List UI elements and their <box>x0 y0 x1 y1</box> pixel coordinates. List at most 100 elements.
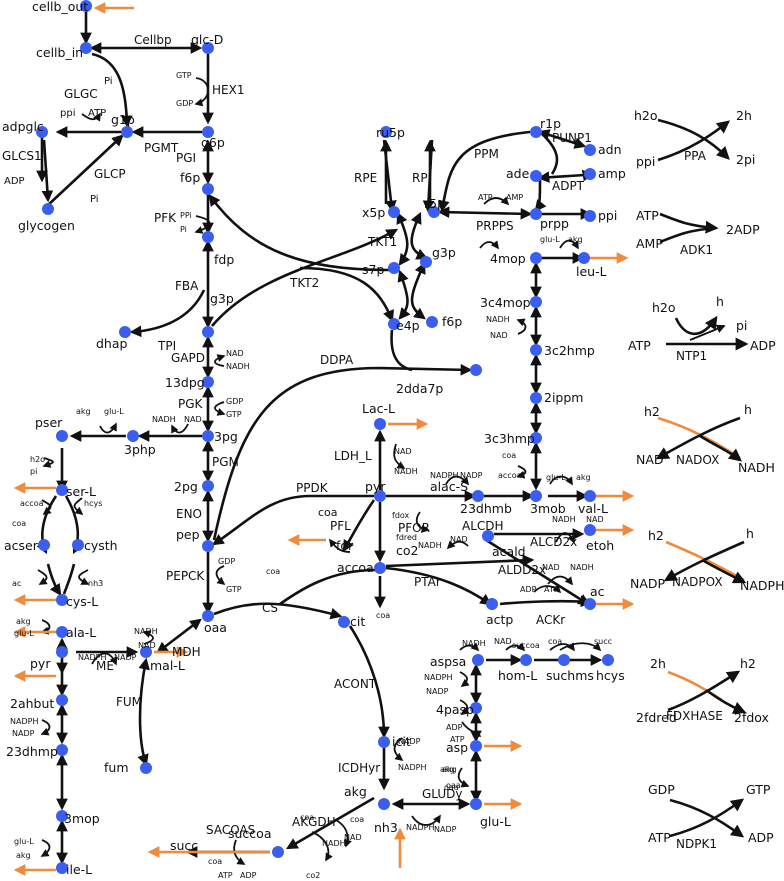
side-ndpk-gtp: GTP <box>746 782 771 797</box>
node-r5p <box>428 206 440 218</box>
rxn-PTAr: PTAr <box>414 575 441 589</box>
node-aspsa <box>472 654 484 666</box>
rxn-ACKr: ACKr <box>536 613 565 627</box>
node-actp <box>486 598 498 610</box>
rxn-FUM: FUM <box>116 695 142 709</box>
node-4mop <box>530 252 542 264</box>
label-f6p: f6p <box>180 170 200 185</box>
rxn-RPI: RPI <box>412 171 431 185</box>
rxn-TPI: TPI <box>157 339 176 353</box>
node-hcys <box>602 654 614 666</box>
rxn-NDPK1: NDPK1 <box>676 837 717 851</box>
node-ahbut <box>56 694 68 706</box>
label-alaL: ala-L <box>66 625 96 640</box>
cof-akg6: akg <box>568 235 583 244</box>
label-cellb_out: cellb_out <box>32 0 88 14</box>
cof-pi3: pi <box>30 467 37 476</box>
side-ntp-pi: pi <box>736 318 747 333</box>
cof-accoa2: accoa <box>498 471 522 480</box>
label-for: for <box>336 538 354 553</box>
node-s7p <box>388 262 400 274</box>
label-asp: asp <box>446 740 468 755</box>
label-3pg: 3pg <box>214 429 238 444</box>
label-lacL: Lac-L <box>362 401 395 416</box>
cof-amp2: AMP <box>506 193 523 202</box>
label-actp: actp <box>486 612 513 627</box>
side-nadpox-nadp: NADP <box>630 576 666 591</box>
rxn-TKT2: TKT2 <box>289 276 319 290</box>
rxn-RPE: RPE <box>354 171 377 185</box>
side-fdx-2fdred: 2fdred <box>636 710 677 725</box>
label-ahbut: 2ahbut <box>10 696 54 711</box>
cof-nadh2: NADH <box>152 415 176 424</box>
node-oaa <box>202 610 214 622</box>
node-serL <box>56 484 68 496</box>
node-prpp <box>530 208 542 220</box>
cof-glu3: glu-L <box>14 837 34 846</box>
side-reaction-labels: h2o ppi 2h 2pi ATP AMP 2ADP h2o h pi ATP… <box>628 108 784 845</box>
label-13dpg: 13dpg <box>165 375 205 390</box>
cof-succoa: succoa <box>512 641 540 650</box>
label-2pg: 2pg <box>174 479 198 494</box>
label-prpp: prpp <box>540 216 569 231</box>
cof-nadh3: NADH <box>134 627 158 636</box>
cof-akg5: akg <box>576 473 591 482</box>
side-nadox-nadh: NADH <box>738 460 775 475</box>
label-ppi: ppi <box>598 208 617 223</box>
cof-nadp: NADP <box>114 653 137 662</box>
node-f6p <box>202 183 214 195</box>
node-ac <box>584 598 596 610</box>
node-2pg <box>202 480 214 492</box>
node-g3p <box>202 326 214 338</box>
label-cit: cit <box>350 614 365 629</box>
label-hcys: hcys <box>596 668 625 683</box>
label-dhap: dhap <box>96 336 128 351</box>
label-icit: icit <box>392 734 411 749</box>
side-ndpk-atp: ATP <box>648 830 671 845</box>
node-ru5p <box>380 126 392 138</box>
node-3php <box>127 430 139 442</box>
side-ppa-h2o: h2o <box>634 108 658 123</box>
label-fum: fum <box>104 760 129 775</box>
cof-co2: co2 <box>306 871 320 880</box>
label-23dhmp: 23dhmp <box>6 744 58 759</box>
node-succoa <box>272 846 284 858</box>
label-g1p: g1p <box>111 112 135 127</box>
node-pep <box>202 540 214 552</box>
cof-nadh: NADH <box>226 362 250 371</box>
cof-nad5: NAD <box>394 447 412 456</box>
label-r1p: r1p <box>540 116 561 131</box>
rxn-ALCD2x: ALCD2x <box>530 535 577 549</box>
label-fdp: fdp <box>214 252 234 267</box>
cof-coa5: coa <box>208 857 222 866</box>
node-asp <box>470 740 482 752</box>
label-cellb_in: cellb_in <box>36 45 83 60</box>
cof-glu4: glu-L <box>546 473 566 482</box>
cof-nadph4: NADPH <box>406 823 434 832</box>
rxn-DDPA: DDPA <box>320 353 354 367</box>
rxn-PEPCK: PEPCK <box>166 569 205 583</box>
node-akg <box>378 798 390 810</box>
cof-nadp2: NADP <box>12 729 35 738</box>
cof-nad2: NAD <box>184 415 202 424</box>
node-alaL <box>56 626 68 638</box>
rxn-PGK: PGK <box>178 397 204 411</box>
rxn-ALDD2x: ALDD2x <box>498 563 546 577</box>
cofactor-labels: GTP GDP ppi ATP Pi ADP Pi PPi Pi NAD NAD… <box>4 71 612 880</box>
rxn-PFOR: PFOR <box>398 521 430 535</box>
label-leuL: leu-L <box>576 264 607 279</box>
label-pep: pep <box>176 527 200 542</box>
cof-adp3: ADP <box>520 585 537 594</box>
node-adn <box>584 144 596 156</box>
node-3c2hmp <box>530 344 542 356</box>
node-fdp <box>202 231 214 243</box>
cof-nadp6: NADP <box>426 687 449 696</box>
cof-akg2: akg <box>16 617 31 626</box>
exchange-arrows <box>13 2 635 876</box>
cof-nad4: NAD <box>344 833 362 842</box>
cof-atp5: ATP <box>450 735 465 744</box>
cof-ppi: ppi <box>60 108 75 119</box>
label-nh3: nh3 <box>374 820 398 835</box>
cof-nadh7: NADH <box>552 515 576 524</box>
cof-coa3: coa <box>300 813 314 822</box>
